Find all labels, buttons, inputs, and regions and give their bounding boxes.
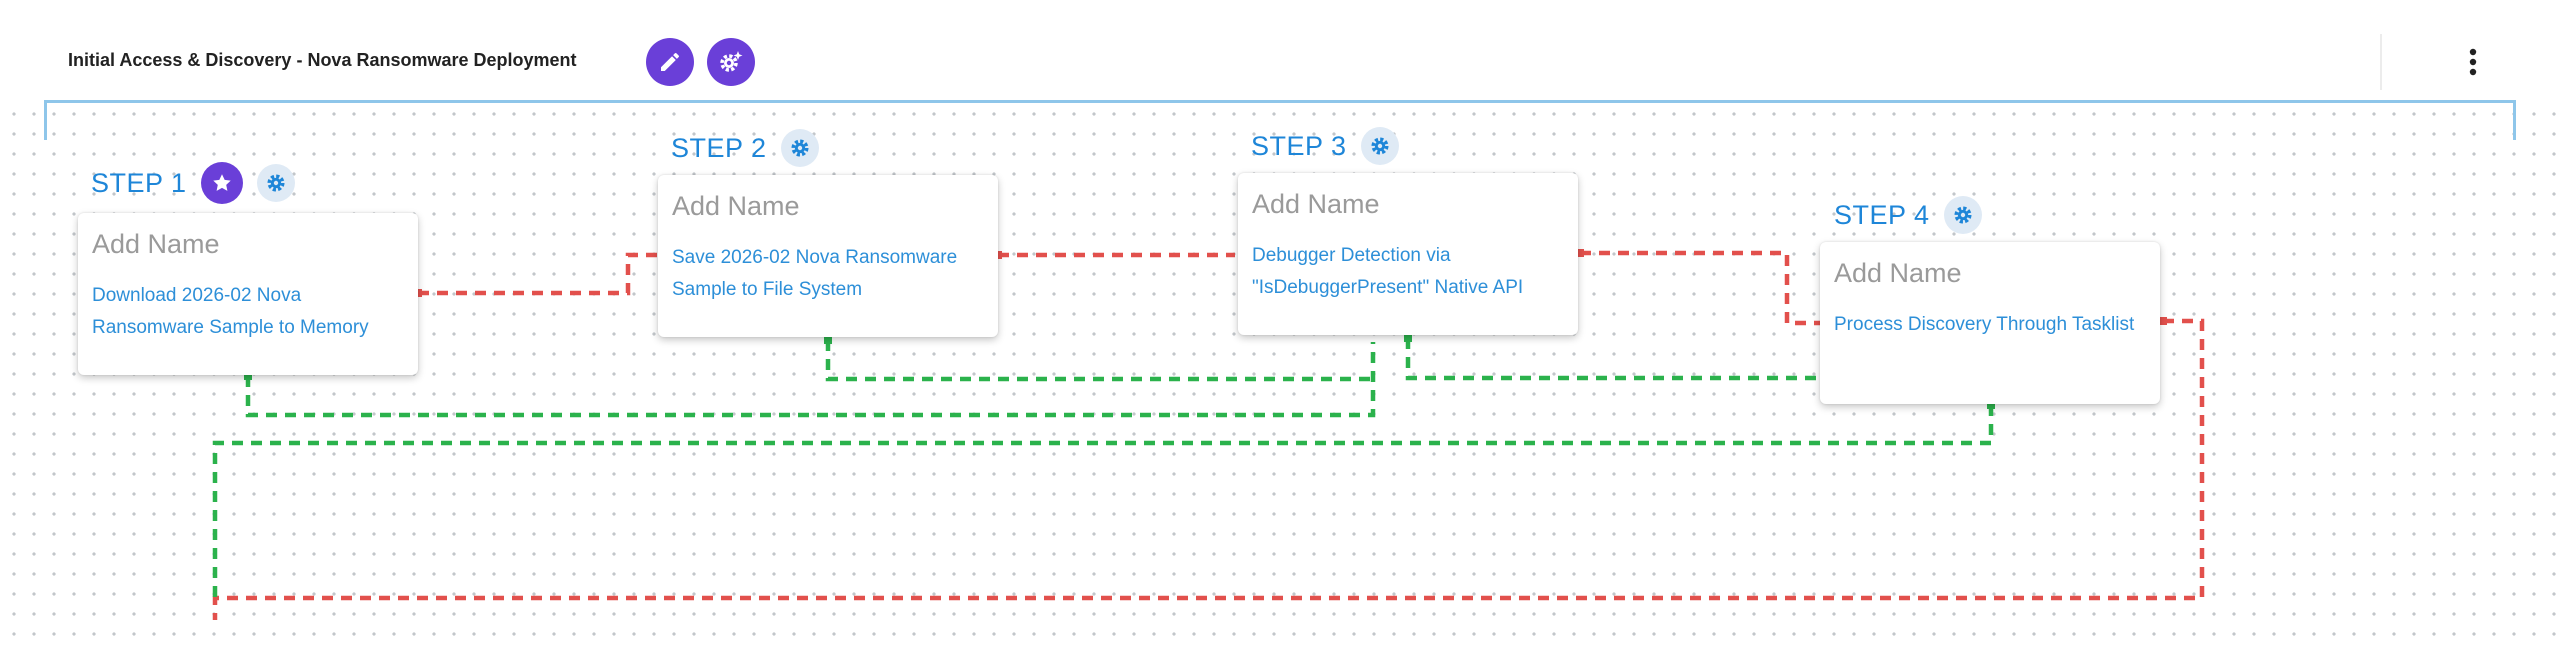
edit-workflow-button[interactable]	[646, 38, 694, 86]
connector-port-step3-bottom	[1404, 334, 1412, 342]
workflow-header: Initial Access & Discovery - Nova Ransom…	[0, 0, 2560, 100]
step-name-input[interactable]: Add Name	[1834, 258, 1962, 288]
connector-port-step1-bottom	[244, 372, 252, 380]
gear-icon	[267, 174, 285, 192]
step-3-header: STEP 3	[1251, 127, 1399, 165]
gear-icon	[1954, 206, 1972, 224]
step-label: STEP 3	[1251, 130, 1347, 161]
step-2-header: STEP 2	[671, 129, 819, 167]
success-connector-step2-step3	[825, 340, 1373, 382]
connector-port-step2-right	[995, 251, 1002, 259]
connector-port-step4-bottom	[1987, 401, 1995, 409]
gear-sparkle-icon	[720, 51, 743, 72]
step-settings-button[interactable]	[1360, 127, 1399, 165]
more-options-button[interactable]	[2455, 42, 2491, 82]
step-1-header: STEP 1	[91, 162, 295, 204]
step-action-link[interactable]: Debugger Detection via "IsDebuggerPresen…	[1252, 245, 1524, 298]
star-icon	[212, 174, 231, 191]
success-connector-step1-step3	[245, 342, 1376, 418]
step-settings-button[interactable]	[780, 129, 819, 167]
step-label: STEP 4	[1834, 199, 1930, 230]
workflow-canvas[interactable]: STEP 1 Add Name Download 2026-02 Nova Ra…	[0, 100, 2560, 651]
step-label: STEP 1	[91, 167, 187, 198]
phase-bracket	[44, 100, 2516, 140]
workflow-settings-button[interactable]	[707, 38, 755, 86]
step-label: STEP 2	[671, 132, 767, 163]
step-name-input[interactable]: Add Name	[92, 229, 220, 259]
connector-layer	[212, 249, 2205, 620]
step-4-card[interactable]: Add Name Process Discovery Through Taskl…	[1820, 242, 2160, 404]
step-name-input[interactable]: Add Name	[1252, 189, 1380, 219]
gear-icon	[1371, 137, 1389, 155]
connector-port-step1-right	[415, 289, 422, 297]
step-action-link[interactable]: Download 2026-02 Nova Ransomware Sample …	[92, 285, 369, 338]
success-connector-step4-end	[212, 405, 1994, 598]
step-settings-button[interactable]	[256, 164, 295, 202]
workflow-title: Initial Access & Discovery - Nova Ransom…	[68, 50, 577, 70]
pencil-icon	[661, 52, 680, 71]
header-divider	[2380, 34, 2382, 90]
connector-port-step3-right	[1577, 249, 1584, 257]
failure-connector-step4-end	[212, 318, 2205, 620]
vertical-ellipsis-icon	[2469, 48, 2477, 76]
step-settings-button[interactable]	[1943, 196, 1982, 234]
gear-icon	[791, 139, 809, 157]
step-action-link[interactable]: Save 2026-02 Nova Ransomware Sample to F…	[672, 247, 958, 300]
step-action-link[interactable]: Process Discovery Through Tasklist	[1834, 314, 2135, 335]
step-2-card[interactable]: Add Name Save 2026-02 Nova Ransomware Sa…	[658, 175, 998, 337]
connector-port-step4-right	[2160, 317, 2167, 325]
success-connector-step3-step4	[1405, 338, 1820, 381]
step-name-input[interactable]: Add Name	[672, 191, 800, 221]
failure-connector-step3-step4	[1580, 250, 1820, 326]
step-1-card[interactable]: Add Name Download 2026-02 Nova Ransomwar…	[78, 213, 418, 375]
step-3-card[interactable]: Add Name Debugger Detection via "IsDebug…	[1238, 173, 1578, 335]
failure-connector-step1-step2	[418, 252, 658, 296]
step-4-header: STEP 4	[1834, 196, 1982, 234]
start-step-button[interactable]	[200, 162, 243, 204]
connector-port-step2-bottom	[824, 336, 832, 344]
